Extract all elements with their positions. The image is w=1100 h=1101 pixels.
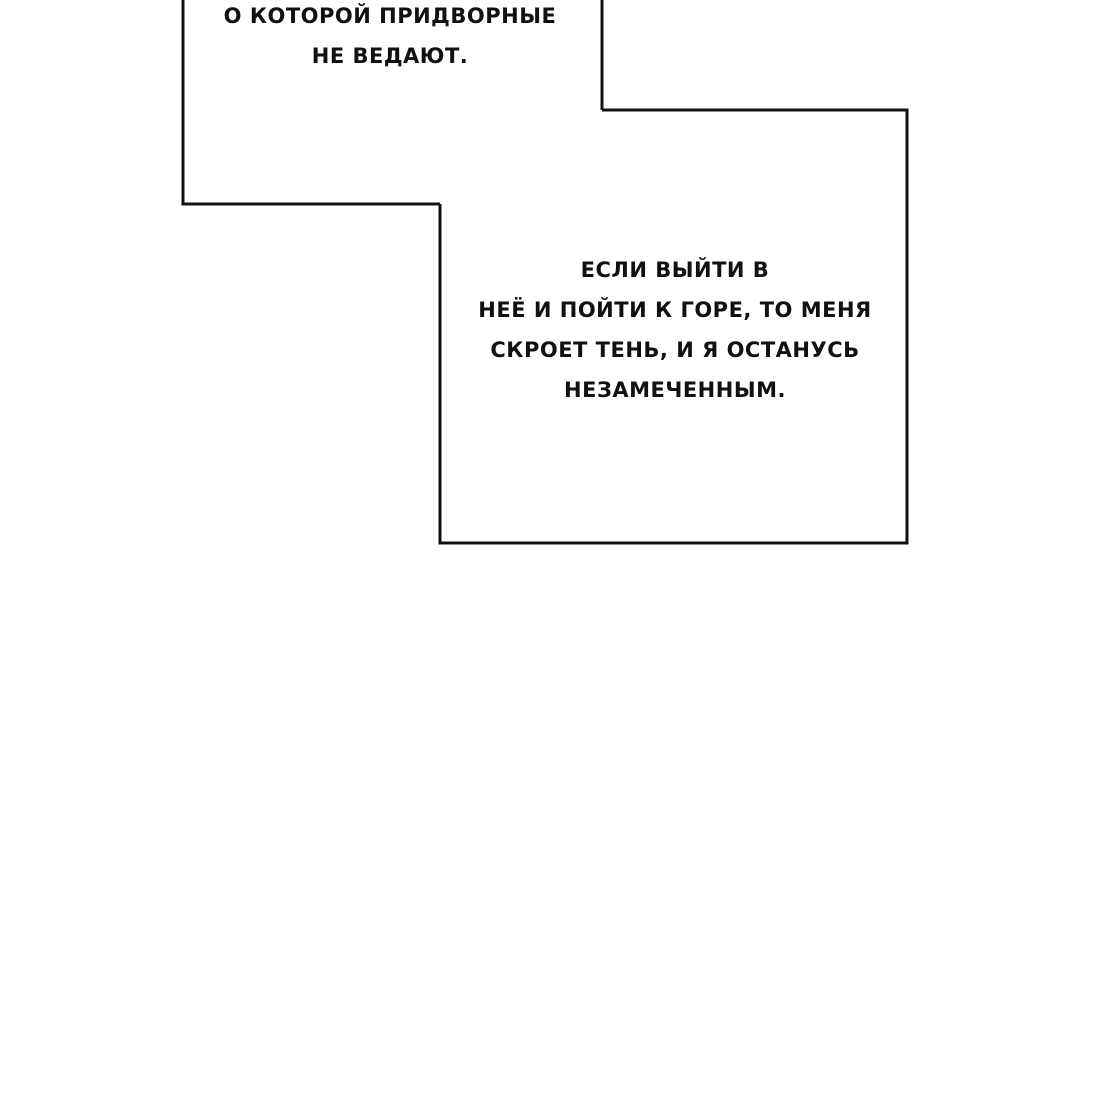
caption-line: не ведают. xyxy=(311,44,469,68)
panel-border-top xyxy=(181,0,440,206)
caption-line: неё и пойти к горе, то меня xyxy=(478,298,872,322)
caption-top: о которой придворные не ведают. xyxy=(190,0,590,76)
caption-line: если выйти в xyxy=(580,258,770,282)
caption-bottom: если выйти в неё и пойти к горе, то меня… xyxy=(445,250,905,410)
panel-border-bottom xyxy=(438,108,909,545)
caption-line: скроет тень, и я останусь xyxy=(490,338,860,362)
caption-line: о которой придворные xyxy=(223,4,557,28)
caption-line: незамеченным. xyxy=(564,378,786,402)
